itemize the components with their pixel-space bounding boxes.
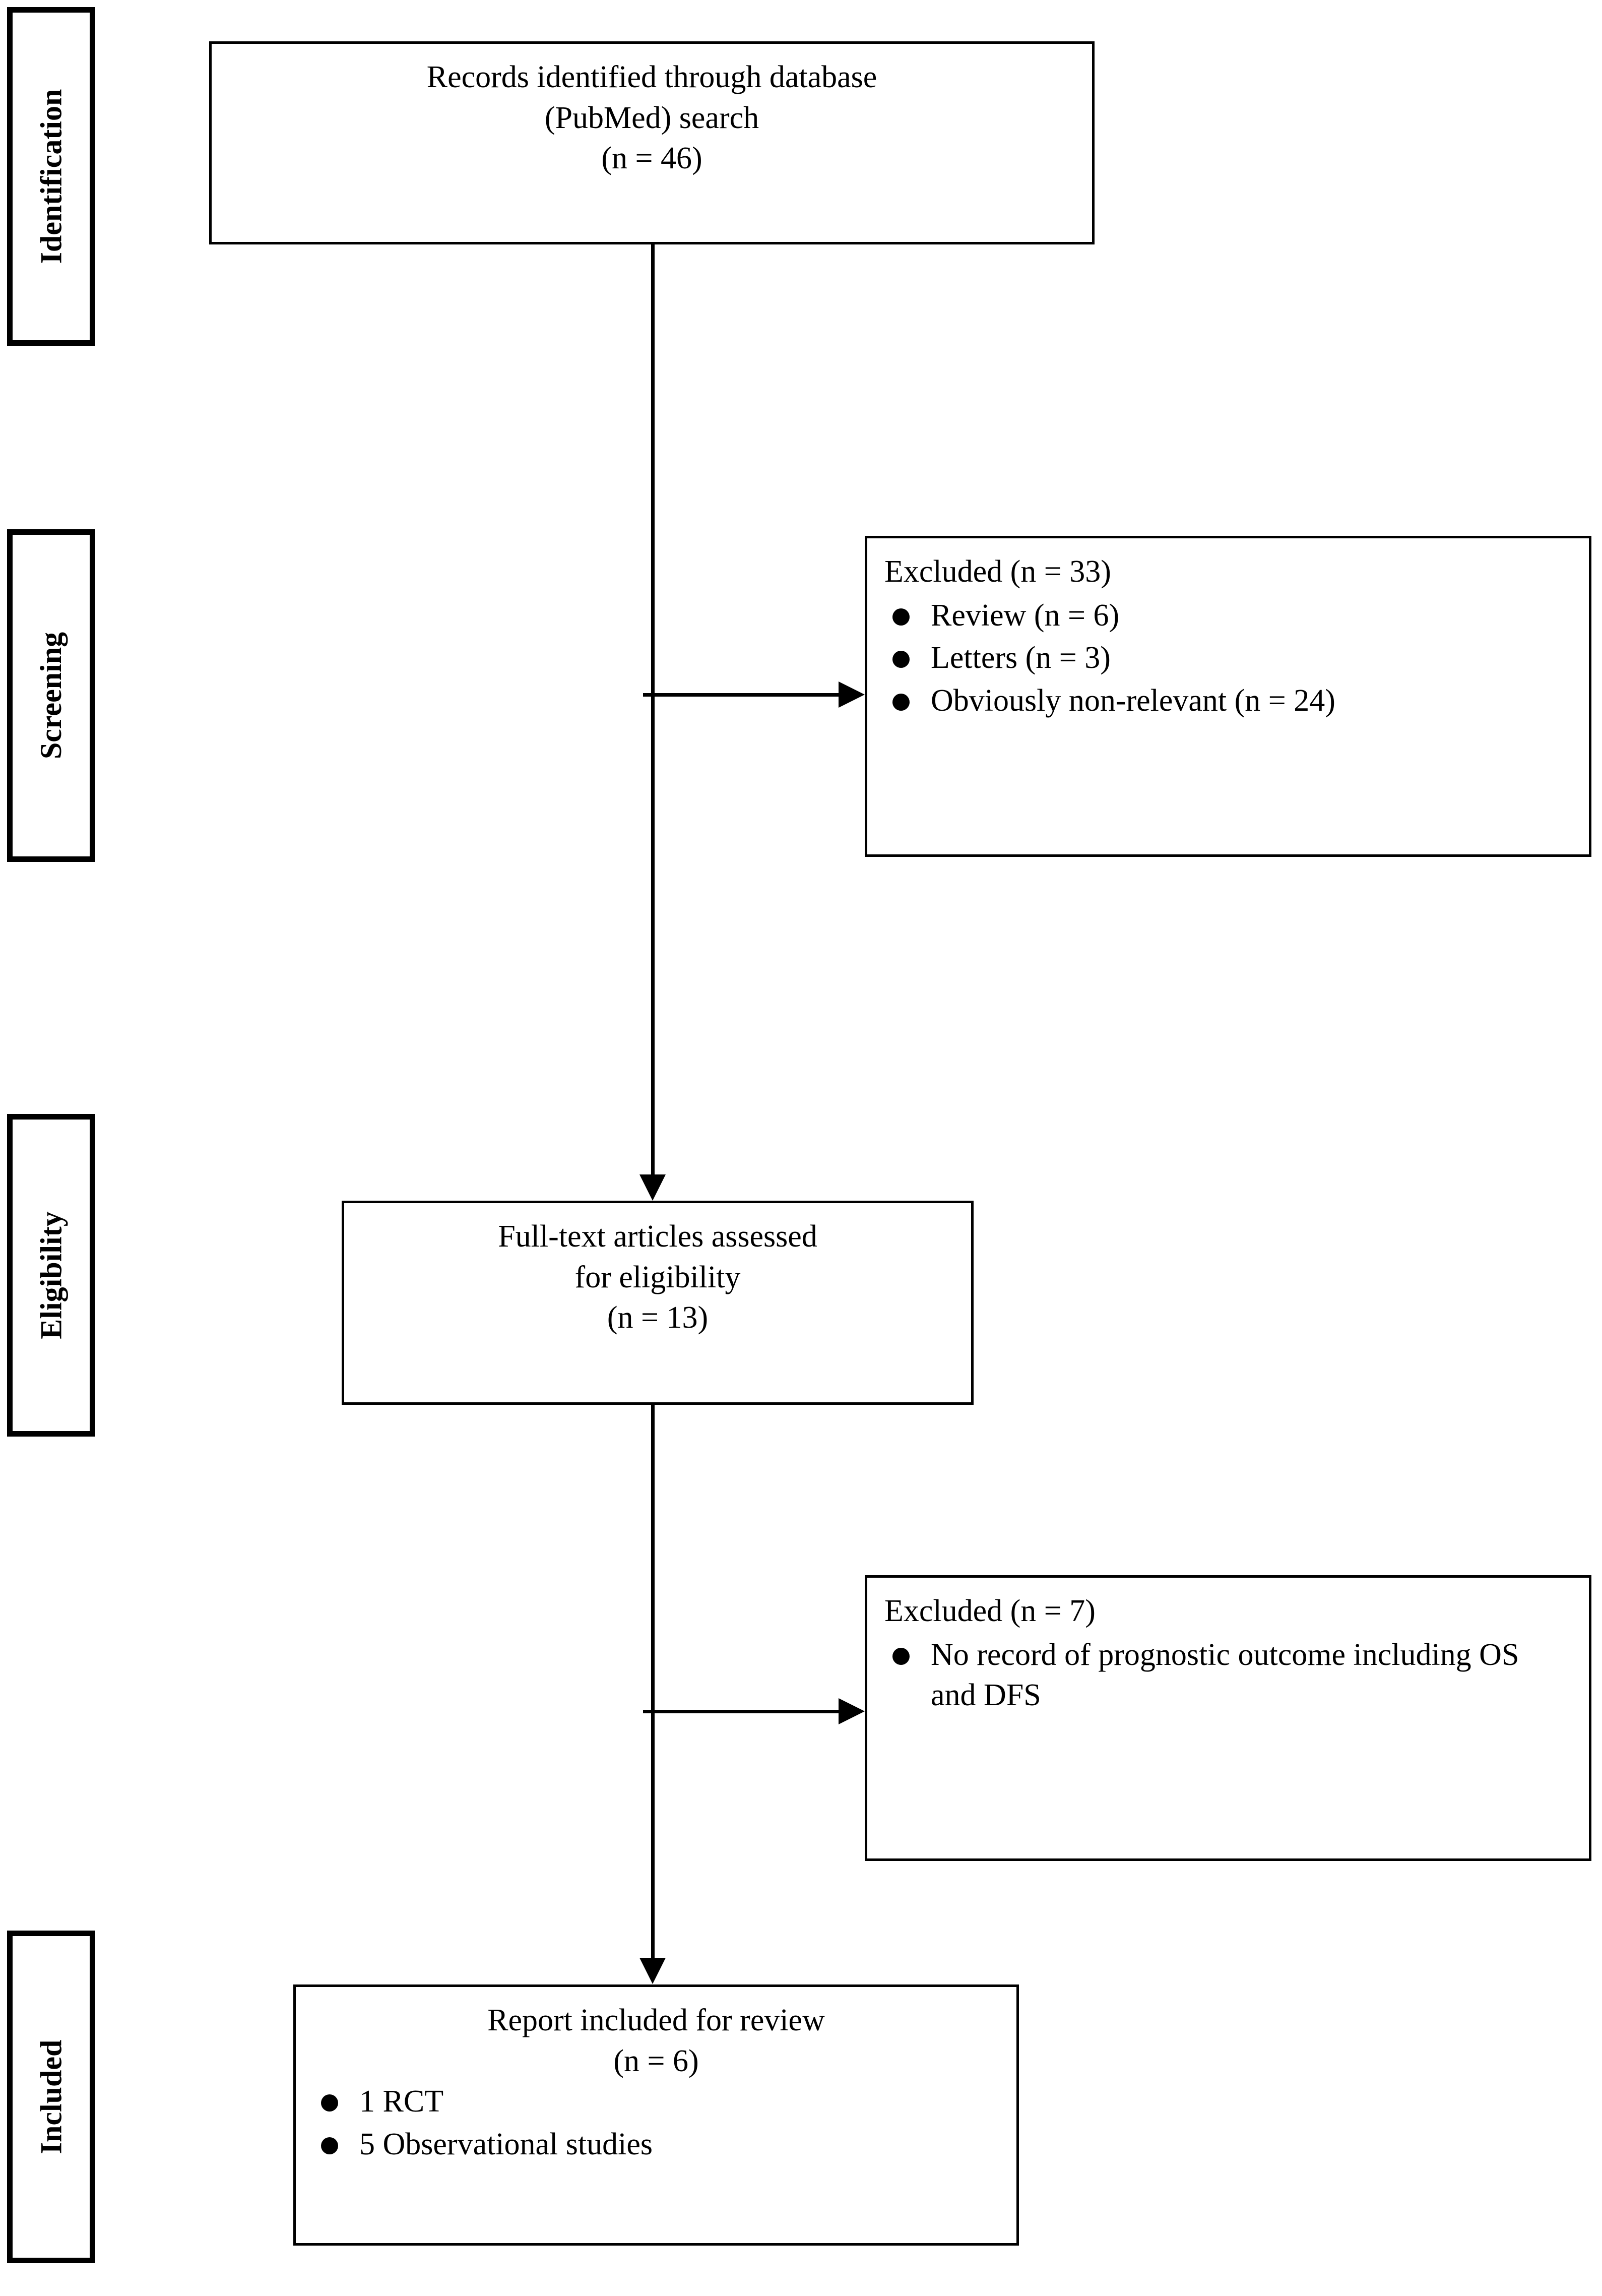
connector-branch-tick-screening [643, 693, 655, 697]
connector-screening-exclusion [651, 693, 843, 697]
arrowhead-into-screening-excluded-box [839, 681, 865, 708]
stage-label-identification: Identification [7, 7, 95, 346]
list-item: No record of prognostic outcome includin… [884, 1635, 1572, 1716]
stage-label-screening-text: Screening [34, 632, 68, 760]
connector-branch-tick-eligibility [643, 1710, 655, 1713]
list-item: 1 RCT [313, 2081, 999, 2122]
stage-label-eligibility-text: Eligibility [34, 1211, 68, 1339]
box-eligibility-excluded-lead: Excluded (n = 7) [884, 1594, 1096, 1628]
box-full-text-assessed-line-3: (n = 13) [607, 1300, 709, 1335]
box-full-text-assessed-content: Full-text articles assessed for eligibil… [344, 1203, 971, 1351]
stage-label-included-text: Included [34, 2039, 68, 2154]
included-bullet-list: 1 RCT 5 Observational studies [313, 2081, 999, 2164]
box-full-text-assessed: Full-text articles assessed for eligibil… [342, 1201, 974, 1405]
arrowhead-into-included-box [639, 1958, 666, 1984]
box-report-included-content: Report included for review (n = 6) 1 RCT… [296, 1987, 1016, 2180]
box-full-text-assessed-line-2: for eligibility [574, 1260, 741, 1294]
box-screening-excluded-lead: Excluded (n = 33) [884, 554, 1111, 589]
bullet-dot-icon [892, 1647, 910, 1665]
bullet-dot-icon [892, 608, 910, 626]
list-item-label: Obviously non-relevant (n = 24) [931, 683, 1335, 718]
arrowhead-into-eligibility-excluded-box [839, 1698, 865, 1724]
box-report-included: Report included for review (n = 6) 1 RCT… [293, 1984, 1019, 2246]
stage-label-identification-text: Identification [34, 89, 68, 264]
bullet-dot-icon [892, 651, 910, 668]
box-eligibility-excluded-content: Excluded (n = 7) No record of prognostic… [867, 1578, 1589, 1731]
bullet-dot-icon [321, 2094, 338, 2112]
box-records-identified: Records identified through database (Pub… [209, 41, 1095, 244]
box-full-text-assessed-line-1: Full-text articles assessed [498, 1219, 817, 1254]
box-screening-excluded-content: Excluded (n = 33) Review (n = 6) Letters… [867, 538, 1589, 736]
connector-eligibility-exclusion [651, 1710, 843, 1713]
box-report-included-line-1: Report included for review [487, 2003, 825, 2037]
eligibility-excluded-bullet-list: No record of prognostic outcome includin… [884, 1635, 1572, 1716]
arrowhead-into-eligibility-box [639, 1174, 666, 1201]
box-report-included-line-2: (n = 6) [613, 2043, 699, 2078]
box-records-identified-content: Records identified through database (Pub… [212, 44, 1092, 192]
box-screening-excluded: Excluded (n = 33) Review (n = 6) Letters… [865, 536, 1591, 857]
screening-excluded-bullet-list: Review (n = 6) Letters (n = 3) Obviously… [884, 595, 1572, 721]
list-item-label: Letters (n = 3) [931, 641, 1111, 675]
list-item-label: No record of prognostic outcome includin… [931, 1637, 1519, 1713]
list-item: Letters (n = 3) [884, 638, 1572, 678]
connector-identification-to-eligibility [651, 244, 655, 1174]
box-records-identified-line-3: (n = 46) [601, 141, 702, 176]
list-item-label: 1 RCT [359, 2084, 444, 2119]
bullet-dot-icon [321, 2137, 338, 2154]
stage-label-included: Included [7, 1931, 95, 2263]
connector-eligibility-to-included [651, 1405, 655, 1958]
list-item-label: 5 Observational studies [359, 2127, 653, 2161]
list-item: Obviously non-relevant (n = 24) [884, 680, 1572, 721]
box-records-identified-line-1: Records identified through database [426, 60, 877, 94]
stage-label-screening: Screening [7, 529, 95, 862]
list-item-label: Review (n = 6) [931, 598, 1120, 633]
box-eligibility-excluded: Excluded (n = 7) No record of prognostic… [865, 1575, 1591, 1861]
list-item: Review (n = 6) [884, 595, 1572, 636]
list-item: 5 Observational studies [313, 2124, 999, 2165]
stage-label-eligibility: Eligibility [7, 1114, 95, 1437]
box-records-identified-line-2: (PubMed) search [544, 100, 759, 135]
bullet-dot-icon [892, 693, 910, 711]
